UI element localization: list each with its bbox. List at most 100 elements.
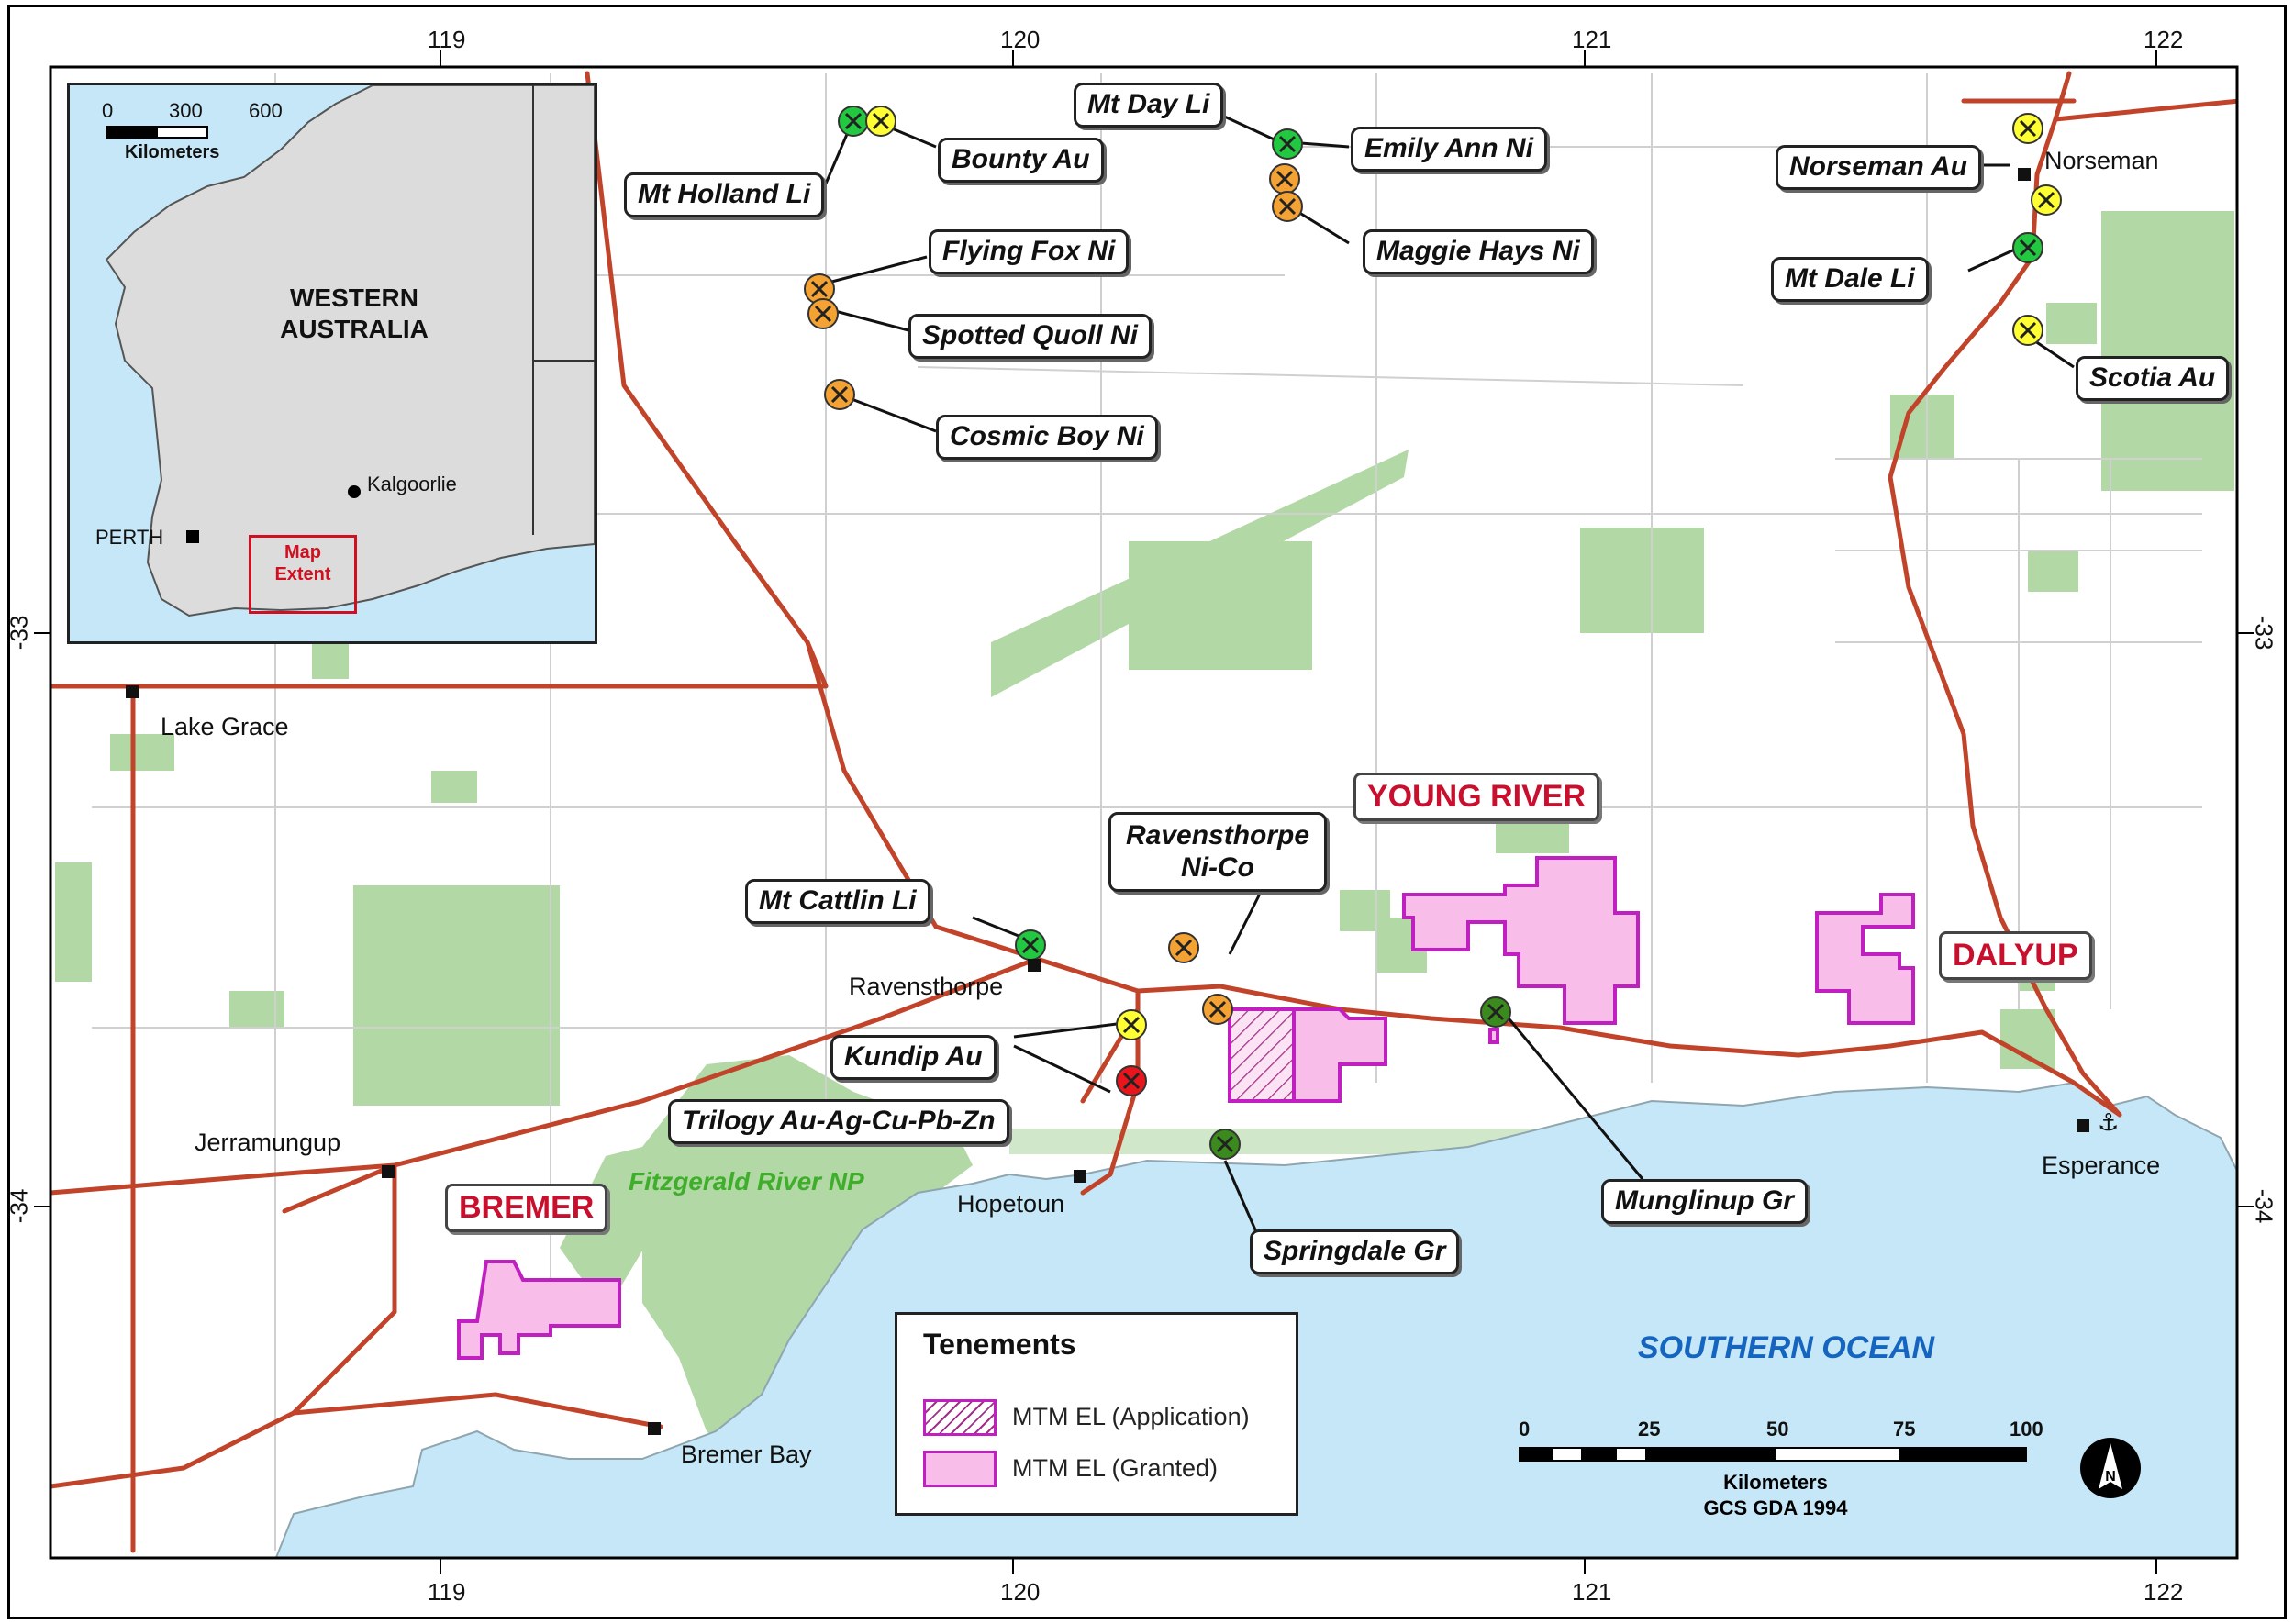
mine-icon-munglinup (1480, 996, 1511, 1028)
town-markers: ⚓ (126, 168, 2119, 1435)
label-springdale: Springdale Gr (1250, 1229, 1460, 1274)
tenement-bremer (457, 1260, 621, 1360)
inset-landmass (105, 85, 595, 617)
town-jerramungup: Jerramungup (195, 1129, 341, 1156)
scale-tick-75: 75 (1893, 1418, 1916, 1440)
label-kundip: Kundip Au (830, 1035, 997, 1080)
region-young-river: YOUNG RIVER (1353, 773, 1600, 821)
lon-tick-122-bottom: 122 (2144, 1578, 2184, 1606)
label-mt-cattlin: Mt Cattlin Li (745, 879, 930, 924)
lon-tick-122-top: 122 (2144, 26, 2184, 53)
scale-seg-4 (1615, 1447, 1647, 1462)
label-bounty: Bounty Au (938, 138, 1104, 183)
region-dalyup: DALYUP (1939, 931, 2092, 980)
mine-icon-mt-day (1272, 128, 1303, 160)
label-emily-ann: Emily Ann Ni (1351, 127, 1547, 172)
lat-tick-33-right: -33 (2250, 615, 2278, 651)
town-lake-grace: Lake Grace (161, 713, 289, 740)
label-maggie-hays: Maggie Hays Ni (1363, 229, 1594, 274)
town-hopetoun: Hopetoun (957, 1190, 1065, 1218)
lon-tick-120-top: 120 (1000, 26, 1041, 53)
inset-map-extent-label: Map Extent (249, 541, 357, 585)
inset-perth-square (186, 530, 199, 543)
map-neatline (49, 65, 2239, 1560)
scale-seg-7 (1900, 1447, 2027, 1462)
mine-icon-mt-dale (2012, 232, 2043, 263)
park-label: Fitzgerald River NP (629, 1167, 864, 1196)
tenement-dalyup (1815, 893, 1915, 1025)
lon-tick-119-top: 119 (428, 26, 466, 53)
town-ravensthorpe: Ravensthorpe (849, 973, 1004, 1000)
scale-seg-6 (1774, 1447, 1900, 1462)
graticule-ticks (34, 50, 2254, 1574)
mine-icon-flying-fox (804, 273, 835, 305)
mine-icon-maggie-hays (1272, 191, 1303, 222)
mine-icon-cosmic-boy (824, 379, 855, 410)
region-bremer: BREMER (445, 1184, 608, 1232)
scale-bar: 0 25 50 75 100 Kilometers GCS GDA 1994 (1509, 1418, 2043, 1528)
scale-datum: GCS GDA 1994 (1703, 1496, 1848, 1519)
north-arrow: N (2078, 1436, 2143, 1500)
inset-canvas (105, 85, 595, 617)
inset-extent-line1: Map (284, 542, 321, 562)
deposit-markers (804, 106, 2062, 1160)
lat-tick-34-right: -34 (2250, 1188, 2278, 1224)
legend-swatch-application (923, 1399, 997, 1436)
label-mt-day: Mt Day Li (1074, 83, 1224, 128)
mine-icon-mt-holland (838, 106, 869, 137)
inset-scale-black-2 (106, 126, 208, 139)
scale-seg-2 (1551, 1447, 1583, 1462)
mine-icon-ravensthorpe-nico-2 (1202, 994, 1233, 1025)
label-mt-holland: Mt Holland Li (624, 172, 825, 217)
lon-tick-120-bottom: 120 (1000, 1578, 1041, 1606)
scale-seg-3 (1583, 1447, 1615, 1462)
town-esperance: Esperance (2042, 1151, 2161, 1179)
scale-units: Kilometers (1723, 1471, 1828, 1494)
inset-scale-white (156, 126, 208, 139)
lat-tick-33-left: -33 (5, 615, 33, 651)
label-ravensthorpe-nico: Ravensthorpe Ni-Co (1108, 812, 1328, 892)
inset-state-line2: AUSTRALIA (280, 314, 429, 343)
tenement-ravensthorpe-application (1228, 1007, 1296, 1103)
inset-scale-600: 600 (249, 99, 283, 122)
inset-perth: PERTH (95, 526, 164, 549)
scale-tick-100: 100 (2010, 1418, 2043, 1440)
lon-tick-119-bottom: 119 (428, 1578, 466, 1606)
label-munglinup: Munglinup Gr (1601, 1179, 1808, 1224)
label-norseman-au: Norseman Au (1776, 145, 1981, 190)
mine-icon-bounty (865, 106, 896, 137)
svg-text:⚓: ⚓ (2098, 1108, 2119, 1136)
inset-map-extent-box (249, 535, 357, 614)
town-norseman: Norseman (2044, 147, 2159, 174)
ocean-label: SOUTHERN OCEAN (1638, 1330, 1935, 1365)
lon-tick-121-bottom: 121 (1572, 1578, 1612, 1606)
inset-extent-line2: Extent (274, 564, 331, 584)
north-arrow-icon (2080, 1438, 2141, 1498)
scale-seg-5 (1647, 1447, 1774, 1462)
lon-tick-121-top: 121 (1572, 26, 1612, 53)
legend-title: Tenements (923, 1328, 1076, 1361)
inset-scale-0: 0 (102, 99, 114, 122)
legend-swatch-granted (923, 1451, 997, 1487)
legend: Tenements MTM EL (Application) MTM EL (G… (895, 1312, 1298, 1516)
label-cosmic-boy: Cosmic Boy Ni (936, 415, 1158, 460)
town-bremer-bay: Bremer Bay (681, 1440, 812, 1468)
tenement-young-river (1402, 856, 1640, 1025)
label-ravensthorpe-nico-line2: Ni-Co (1181, 851, 1255, 883)
mine-icon-emily-ann (1269, 163, 1300, 195)
label-flying-fox: Flying Fox Ni (929, 229, 1130, 274)
mine-icon-kundip (1116, 1009, 1147, 1040)
inset-scale-black-1 (106, 127, 157, 138)
label-trilogy: Trilogy Au-Ag-Cu-Pb-Zn (668, 1099, 1009, 1144)
inset-state-label: WESTERN AUSTRALIA (262, 283, 446, 344)
mine-icon-trilogy (1116, 1065, 1147, 1096)
mine-icon-scotia (2012, 315, 2043, 346)
mine-icon-norseman-south (2031, 184, 2062, 216)
scale-tick-0: 0 (1519, 1418, 1531, 1440)
tenement-ravensthorpe-granted (1292, 1007, 1387, 1103)
inset-locator-map: 0 300 600 Kilometers WESTERN AUSTRALIA K… (67, 83, 597, 644)
inset-scale-300: 300 (169, 99, 203, 122)
scale-tick-25: 25 (1638, 1418, 1661, 1440)
label-mt-dale: Mt Dale Li (1771, 257, 1929, 302)
north-arrow-label: N (2105, 1469, 2116, 1485)
